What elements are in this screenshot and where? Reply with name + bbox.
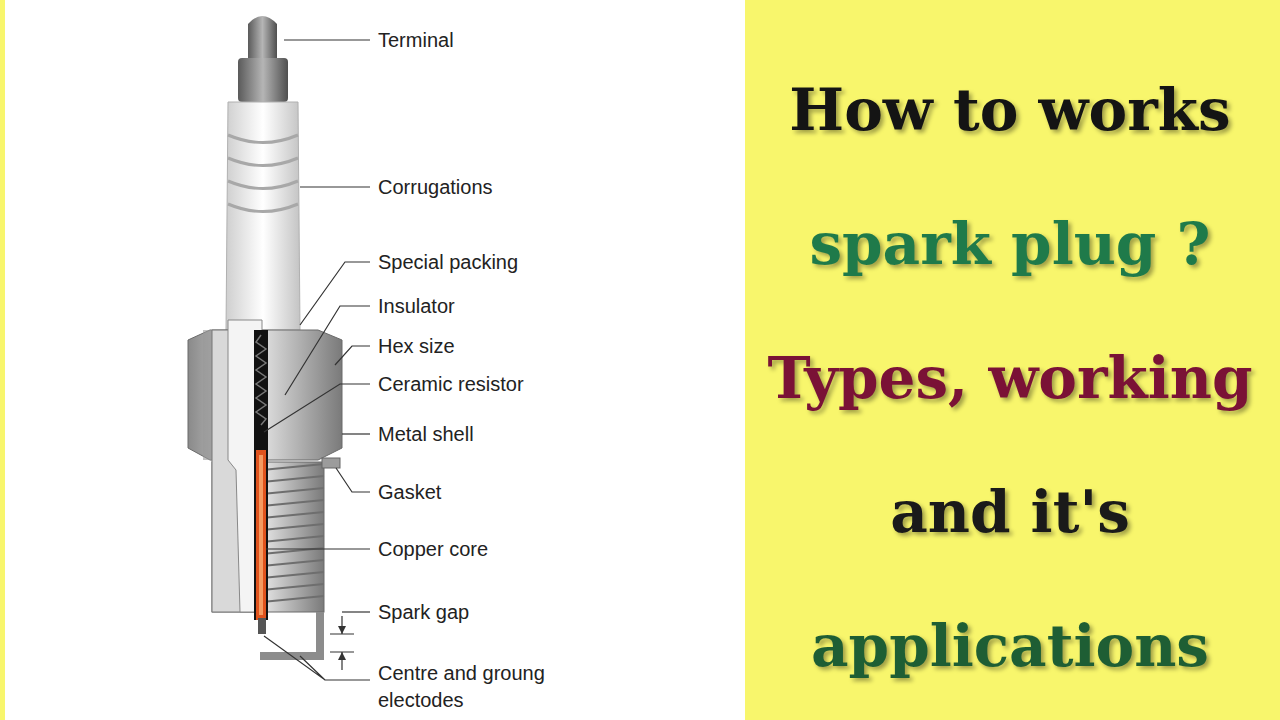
part-label: Copper core (378, 536, 578, 563)
copper-core-rod (256, 450, 266, 620)
terminal-nut (238, 58, 288, 102)
gap-marker (341, 616, 342, 670)
gap-ticks (330, 634, 354, 652)
leader-line (285, 306, 370, 395)
leader-line (336, 468, 370, 492)
gasket-ring (322, 458, 340, 468)
leader-line (335, 346, 370, 365)
part-label: Special packing (378, 249, 578, 276)
groove (228, 158, 298, 166)
resistor-spring (256, 335, 266, 425)
part-label: Spark gap (378, 599, 578, 626)
leader-lines (264, 40, 370, 680)
leader-line (266, 548, 370, 549)
leader-line (342, 611, 370, 612)
leader-line (264, 636, 370, 680)
part-label: Terminal (378, 27, 578, 54)
edge-stripe (0, 0, 5, 720)
groove (228, 181, 298, 189)
leader-line (342, 433, 370, 434)
insulator-body (226, 102, 300, 330)
leader-line (264, 384, 370, 432)
part-label: Hex size (378, 333, 578, 360)
part-label: Corrugations (378, 174, 578, 201)
title-heading: How to works spark plug ? Types, working… (745, 43, 1275, 713)
leader-line (284, 39, 370, 40)
part-label: Ceramic resistor (378, 371, 578, 398)
leader-line (300, 262, 370, 325)
copper-highlight (259, 455, 263, 615)
part-label: Gasket (378, 479, 578, 506)
leader-line (300, 186, 370, 187)
part-label: Metal shell (378, 421, 578, 448)
thread-lines (262, 464, 324, 602)
part-label: Centre and groung electodes (378, 660, 578, 714)
center-rod (254, 330, 268, 620)
part-label: Insulator (378, 293, 578, 320)
terminal-cap (248, 16, 277, 60)
corrugation-grooves (228, 135, 298, 212)
gap-arrowheads (338, 626, 346, 660)
center-electrode (258, 618, 266, 634)
groove (228, 204, 298, 212)
ground-electrode (260, 612, 320, 656)
groove (228, 135, 298, 143)
thread (262, 464, 324, 602)
